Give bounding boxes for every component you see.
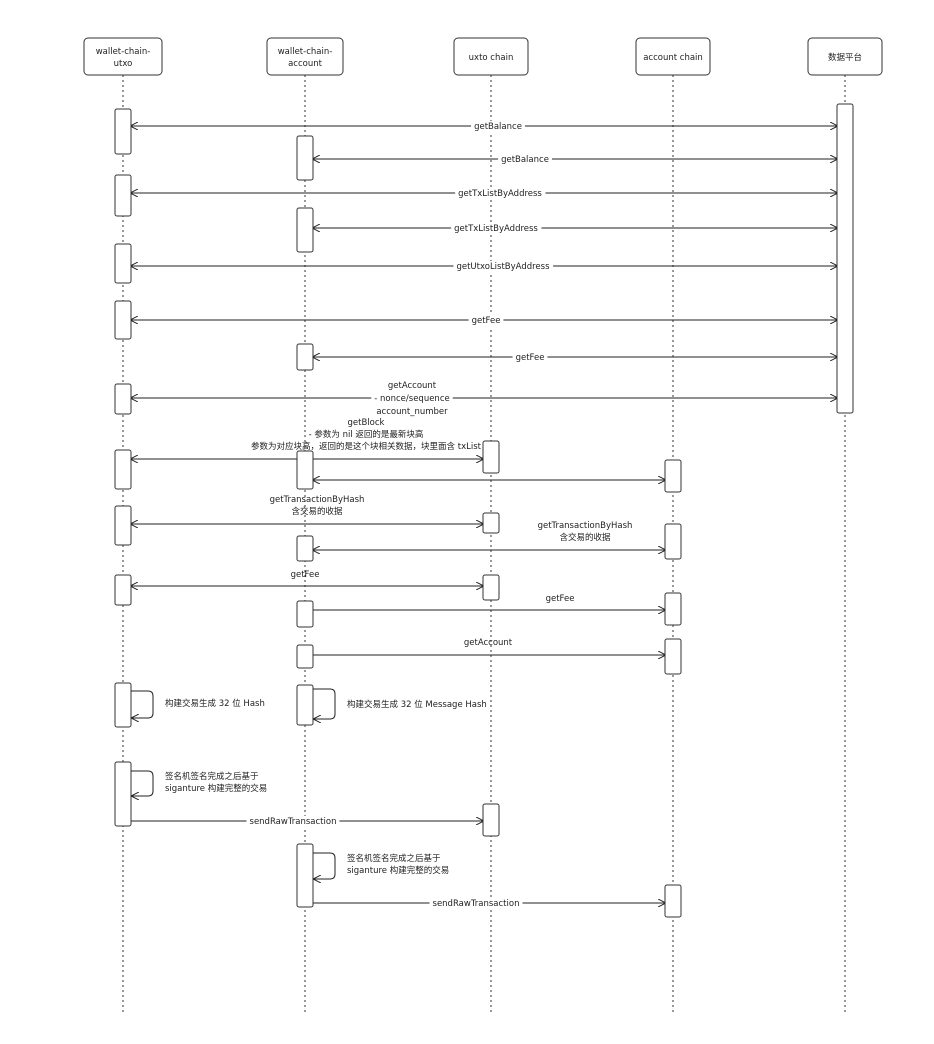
activation-bar-wcu bbox=[114, 449, 132, 490]
activation-bar-acct bbox=[664, 592, 682, 626]
message-label: getFee bbox=[291, 570, 320, 580]
activation-bar-wcu bbox=[114, 574, 132, 606]
activation-bar-acct bbox=[664, 638, 682, 675]
message-label: getFee bbox=[472, 316, 501, 326]
activation-bar-wca bbox=[296, 600, 314, 628]
participant-box-data bbox=[807, 37, 883, 76]
activation-bar-utxo bbox=[482, 803, 500, 837]
activation-bar-wca bbox=[296, 644, 314, 669]
activation-bar-wca bbox=[296, 207, 314, 253]
self-message-label: siganture 构建完整的交易 bbox=[165, 783, 267, 794]
activation-bar-wca bbox=[296, 843, 314, 908]
participant-label: account bbox=[288, 59, 323, 69]
activation-bar-acct bbox=[664, 884, 682, 918]
participant-box-wcu bbox=[83, 37, 163, 76]
activation-bar-wcu bbox=[114, 174, 132, 217]
activation-bar-utxo bbox=[482, 440, 500, 474]
label-background bbox=[455, 188, 546, 200]
activation-bar-wcu bbox=[114, 243, 132, 284]
message-label: getAccount bbox=[464, 638, 513, 648]
message-label: sendRawTransaction bbox=[433, 899, 520, 909]
activation-bar-wcu bbox=[114, 108, 132, 155]
message-label: getBalance bbox=[501, 155, 549, 165]
message-label: 含交易的收据 bbox=[291, 506, 343, 517]
activation-bar-data bbox=[836, 103, 854, 414]
message-label: - 参数为 nil 返回的是最新块高 bbox=[309, 429, 424, 440]
message-label: - nonce/sequence bbox=[374, 394, 449, 404]
participant-label: account chain bbox=[643, 53, 703, 63]
label-background bbox=[498, 154, 552, 166]
participant-label: wallet-chain- bbox=[96, 47, 151, 57]
label-background bbox=[512, 352, 548, 364]
self-message-label: 签名机签名完成之后基于 bbox=[165, 771, 259, 782]
self-message-arrow bbox=[131, 690, 154, 718]
message-label: getTransactionByHash bbox=[538, 521, 633, 531]
message-label: getUtxoListByAddress bbox=[456, 262, 550, 272]
activation-bar-acct bbox=[664, 523, 682, 560]
activation-bar-wca bbox=[296, 343, 314, 371]
activation-bar-wca bbox=[296, 450, 314, 490]
activation-bar-wca bbox=[296, 135, 314, 181]
message-label: 参数为对应块高，返回的是这个块相关数据，块里面含 txList bbox=[251, 441, 482, 452]
activation-bar-wcu bbox=[114, 383, 132, 415]
message-label: getBlock bbox=[348, 418, 385, 428]
activation-bar-wca bbox=[296, 535, 314, 562]
label-background bbox=[373, 406, 452, 418]
self-message-label: 构建交易生成 32 位 Message Hash bbox=[347, 699, 487, 710]
message-label: 含交易的收据 bbox=[559, 532, 611, 543]
message-label: getFee bbox=[516, 353, 545, 363]
message-label: getTransactionByHash bbox=[270, 495, 365, 505]
message-label: getAccount bbox=[388, 381, 437, 391]
participant-box-acct bbox=[635, 37, 711, 76]
participant-label: 数据平台 bbox=[828, 52, 862, 63]
label-background bbox=[429, 898, 523, 910]
message-label: getTxListByAddress bbox=[458, 189, 542, 199]
participant-label: uxto chain bbox=[469, 53, 514, 63]
activation-bar-utxo bbox=[482, 512, 500, 534]
label-background bbox=[451, 223, 542, 235]
activation-bar-wca bbox=[296, 684, 314, 726]
label-background bbox=[468, 315, 504, 327]
self-message-label: 签名机签名完成之后基于 bbox=[347, 853, 441, 864]
participant-label: utxo bbox=[114, 59, 133, 69]
activation-bar-acct bbox=[664, 459, 682, 493]
message-label: getBalance bbox=[474, 122, 522, 132]
message-label: getTxListByAddress bbox=[454, 224, 538, 234]
self-message-label: siganture 构建完整的交易 bbox=[347, 865, 449, 876]
self-message-arrow bbox=[313, 852, 336, 879]
message-label: getFee bbox=[546, 594, 575, 604]
participant-box-wca bbox=[266, 37, 344, 76]
label-background bbox=[453, 261, 554, 273]
self-message-arrow bbox=[313, 688, 336, 719]
message-label: sendRawTransaction bbox=[250, 817, 337, 827]
activation-bar-utxo bbox=[482, 574, 500, 601]
activation-bar-wcu bbox=[114, 300, 132, 340]
activation-bar-wcu bbox=[114, 505, 132, 546]
self-message-arrow bbox=[131, 770, 154, 796]
activation-bar-wcu bbox=[114, 682, 132, 728]
label-background bbox=[384, 380, 440, 392]
self-message-label: 构建交易生成 32 位 Hash bbox=[165, 698, 265, 709]
label-background bbox=[371, 393, 453, 405]
message-label: account_number bbox=[376, 407, 448, 417]
label-background bbox=[471, 121, 525, 133]
label-background bbox=[246, 816, 340, 828]
activation-bar-wcu bbox=[114, 761, 132, 827]
participant-label: wallet-chain- bbox=[278, 47, 333, 57]
participant-box-utxo bbox=[453, 37, 529, 76]
